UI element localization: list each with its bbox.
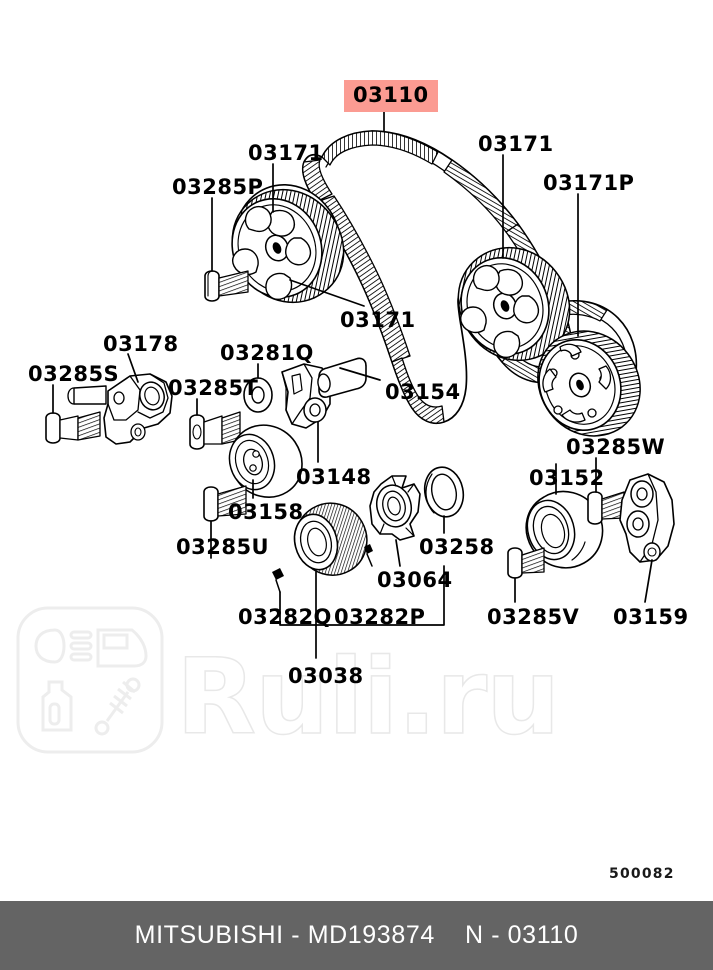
callout-03285S: 03285S [28, 362, 120, 386]
spacer-ring-03258 [423, 466, 465, 518]
pin-03282Q [272, 568, 284, 593]
idler-pulley-03158 [228, 424, 303, 498]
callout-03282Q: 03282Q [238, 605, 332, 629]
camshaft-sprocket-left-03171 [231, 184, 345, 304]
callout-03171-left: 03171 [248, 141, 324, 165]
footer-bar: MITSUBISHI - MD193874 N - 03110 [0, 901, 713, 970]
tensioner-arm-03178 [67, 373, 173, 445]
callout-03038: 03038 [288, 664, 364, 688]
toothed-idler-03038 [293, 502, 368, 576]
footer-caption: MITSUBISHI - MD193874 N - 03110 [134, 921, 579, 949]
drawing-number: 500082 [609, 866, 675, 882]
bolt-03285S [45, 411, 101, 444]
callout-03152: 03152 [529, 466, 605, 490]
callout-03258: 03258 [419, 535, 495, 559]
tensioner-bracket-03159 [619, 473, 675, 563]
tension-plate-03064 [369, 475, 421, 541]
bolt-03285U [203, 485, 247, 522]
callout-03285P: 03285P [172, 175, 264, 199]
callout-03159: 03159 [613, 605, 689, 629]
callout-03171P: 03171P [543, 171, 635, 195]
callout-03154: 03154 [385, 380, 461, 404]
leader-lines [52, 107, 653, 659]
callout-03281Q: 03281Q [220, 341, 314, 365]
callout-03178: 03178 [103, 332, 179, 356]
bolt-03285T [189, 411, 241, 450]
callout-03110: 03110 [344, 80, 438, 112]
callout-03064: 03064 [377, 568, 453, 592]
tensioner-pulley-03152 [525, 490, 604, 569]
callout-03285V: 03285V [487, 605, 580, 629]
washer-03281Q [243, 377, 273, 413]
callout-03285T: 03285T [168, 376, 259, 400]
callout-03158: 03158 [228, 500, 304, 524]
callout-03285U: 03285U [176, 535, 270, 559]
callout-03282P: 03282P [334, 605, 426, 629]
callout-03285W: 03285W [566, 435, 666, 459]
bolt-03285W [587, 491, 625, 525]
bolt-03285V [507, 547, 545, 579]
bolt-03285P [204, 270, 249, 302]
spacer-pin-03154 [317, 357, 367, 398]
camshaft-sprocket-right-03171P [537, 330, 641, 437]
callout-03148: 03148 [296, 465, 372, 489]
callout-03171-lower: 03171 [340, 308, 416, 332]
callout-03171-center: 03171 [478, 132, 554, 156]
pin-03282P [364, 544, 373, 567]
